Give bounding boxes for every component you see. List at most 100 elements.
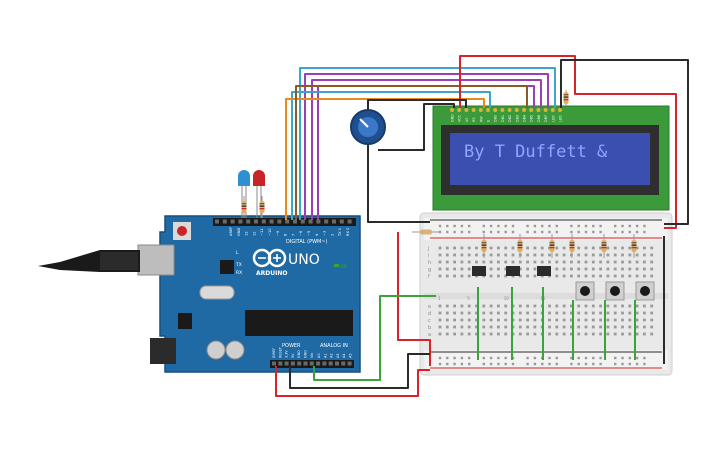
breadboard-hole [504,304,508,308]
breadboard-hole [467,304,471,308]
breadboard-hole [613,304,617,308]
breadboard-hole [555,260,559,264]
breadboard-hole [548,318,551,322]
resistor-band [481,249,487,251]
breadboard-hole [613,318,617,322]
resistor-band [569,244,575,246]
lcd-pin-label: VCC [458,114,462,122]
breadboard-hole [438,274,442,278]
rail-hole [460,224,464,228]
rail-hole [614,356,617,360]
potentiometer[interactable] [350,109,386,145]
breadboard-hole [453,318,456,322]
slide-switch[interactable] [506,266,520,276]
lcd-pin [500,108,505,112]
row-letter: d [428,311,431,317]
breadboard-hole [621,325,624,329]
rail-hole [482,356,485,360]
breadboard-hole [621,253,624,257]
breadboard-hole [518,318,522,322]
breadboard-hole [643,318,646,322]
rail-hole [548,230,551,234]
resistor-band [631,242,637,244]
breadboard-hole [445,332,449,336]
push-button[interactable] [575,281,595,301]
breadboard-hole [628,274,632,278]
rail-hole [570,356,573,360]
push-button[interactable] [605,281,625,301]
rail-hole [482,230,485,234]
breadboard-hole [548,260,551,264]
header-pin [347,361,352,366]
push-button[interactable] [635,281,655,301]
digital-pin-label: 4 [315,233,319,236]
power-pin-label: Vin [310,353,314,358]
breadboard-hole [643,246,646,250]
breadboard-hole [577,304,581,308]
breadboard-hole [570,304,573,308]
header-pin [335,361,339,366]
breadboard-hole [628,253,632,257]
rail-hole [599,224,602,228]
wire-black [378,103,455,151]
power-header-label: POWER [282,343,301,349]
breadboard-hole [460,325,464,329]
digital-pin-label: AREF [229,227,233,236]
breadboard-hole [591,260,595,264]
breadboard-hole [504,311,508,315]
lcd-line-1: By T Duffett & [464,142,608,162]
rail-hole [533,362,537,366]
breadboard-hole [628,267,632,271]
rail-hole [504,224,507,228]
header-pin [328,361,333,366]
resistor-band [259,208,265,210]
breadboard-hole [621,274,624,278]
breadboard-hole [650,304,654,308]
resistor-band [563,101,569,103]
rail-hole [526,356,529,360]
lcd-pin-label: RW [479,116,483,122]
breadboard-hole [628,260,632,264]
breadboard-hole [533,274,537,278]
header-pin [322,361,327,366]
rail-hole [599,356,602,360]
slide-switch[interactable] [472,266,486,276]
rail-hole [489,224,493,228]
lcd-pin-label: DB1 [501,115,505,122]
breadboard-hole [628,246,632,250]
breadboard-hole [453,267,456,271]
breadboard-hole [489,318,493,322]
digital-pin-label: 8 [284,233,288,236]
breadboard-hole [635,267,639,271]
breadboard-hole [548,332,551,336]
header-pin [215,219,219,224]
breadboard-hole [482,325,486,329]
rail-hole [635,356,639,360]
on-led [334,264,339,267]
breadboard-hole [650,260,654,264]
crystal [199,285,235,300]
rail-hole [548,362,551,366]
header-pin [278,361,283,366]
breadboard-hole [438,304,442,308]
rail-hole [584,356,588,360]
power-pin-label: RESET [278,346,282,358]
breadboard-hole [635,274,639,278]
column-number: 10 [504,296,510,301]
breadboard-hole [613,332,617,336]
resistor-band [601,247,607,249]
breadboard-hole [489,311,493,315]
breadboard-hole [584,304,588,308]
breadboard-hole [518,311,522,315]
breadboard-hole [613,267,617,271]
breadboard-hole [643,253,646,257]
breadboard-hole [497,318,500,322]
breadboard-hole [621,318,624,322]
rail-hole [438,224,442,228]
breadboard-hole [489,246,493,250]
breadboard-hole [511,260,515,264]
resistors [241,90,637,258]
breadboard-hole [635,325,639,329]
slide-switch[interactable] [537,266,551,276]
